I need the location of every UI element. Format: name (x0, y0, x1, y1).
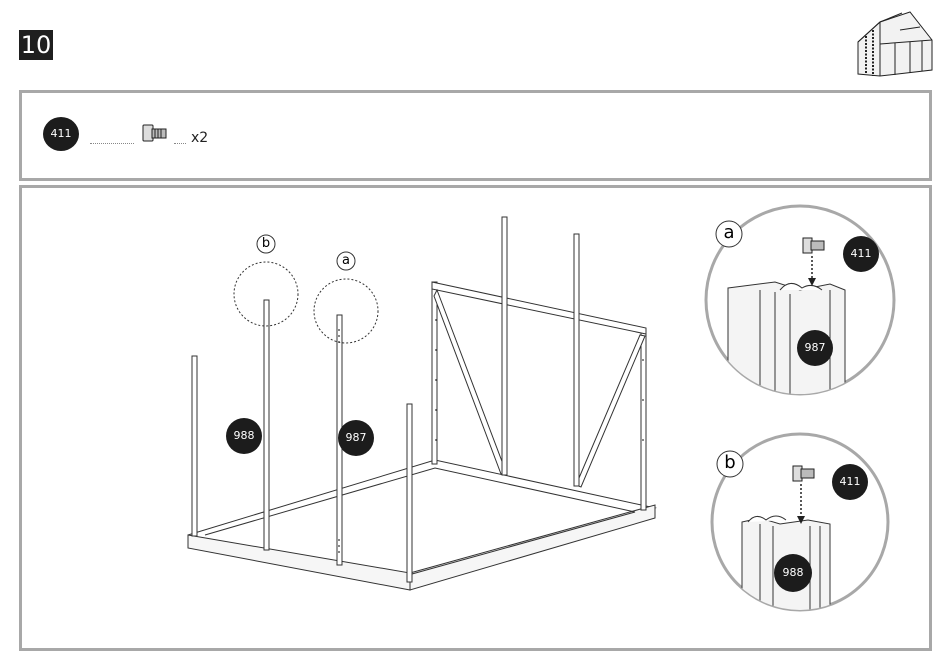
detail-b-bolt-badge: 411 (832, 464, 868, 500)
detail-b-letter: b (719, 452, 741, 473)
detail-b-post-badge: 988 (774, 554, 812, 592)
